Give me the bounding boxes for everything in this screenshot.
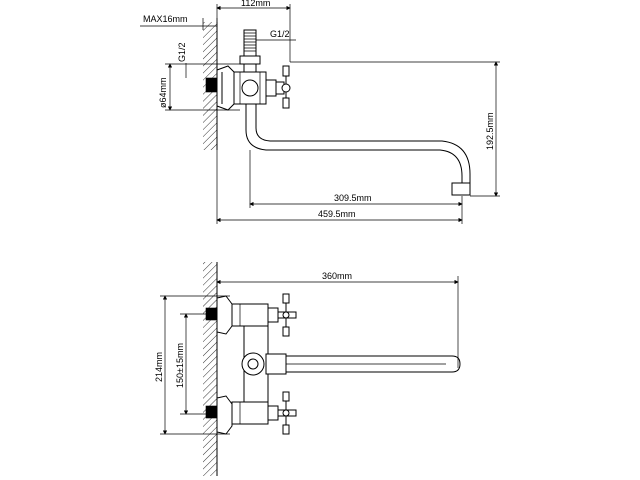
max-wall-label: MAX16mm — [143, 14, 188, 24]
spout-inner — [255, 104, 471, 184]
wall-flange — [216, 65, 235, 111]
lower-flange — [216, 395, 233, 435]
upper-valve-body — [231, 303, 269, 327]
spout-nut — [265, 353, 287, 375]
thread-lines — [244, 32, 256, 52]
spout-reach-label: 309.5mm — [334, 193, 372, 203]
offset-label: 112mm — [241, 0, 270, 8]
inlet-spacing-label: 150±15mm — [175, 343, 185, 388]
side-view: MAX16mm 112mm G1/2 ø64mm G1/2 — [140, 0, 500, 224]
spout-length-label: 360mm — [322, 271, 352, 281]
lower-inlet-insert — [205, 405, 218, 419]
spout-outer — [245, 104, 463, 184]
thread-left-label: G1/2 — [177, 42, 187, 62]
upper-cross-handle — [267, 293, 297, 337]
lower-cross-handle — [267, 391, 297, 435]
upper-inlet-insert — [205, 307, 218, 321]
body-nut-circle — [241, 79, 259, 97]
total-length-label: 459.5mm — [318, 209, 356, 219]
front-view: 360mm 214mm 150±15mm — [154, 262, 461, 476]
lower-valve-body — [231, 401, 269, 425]
wall-hatch-front — [203, 262, 217, 476]
upper-flange — [216, 295, 233, 335]
spout-tip — [451, 182, 471, 196]
total-height-label: 214mm — [154, 352, 164, 382]
thread-right-label: G1/2 — [270, 29, 290, 39]
cross-handle-top — [265, 65, 291, 109]
outlet-nut — [239, 55, 261, 65]
wall-thread-insert — [205, 77, 218, 93]
height-label: 192.5mm — [485, 112, 495, 150]
diameter-label: ø64mm — [158, 77, 168, 108]
spout-front — [286, 355, 461, 373]
diverter-inner — [247, 358, 259, 370]
